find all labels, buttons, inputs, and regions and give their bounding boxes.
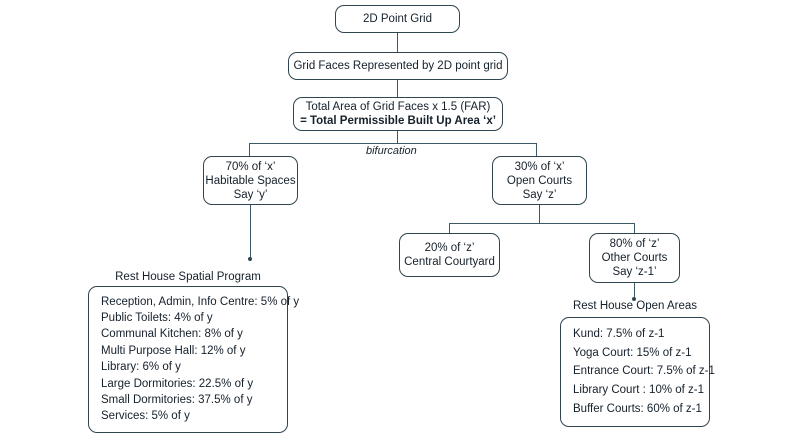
node-other-courts[interactable]: 80% of ‘z’ Other Courts Say ‘z-1’	[589, 233, 680, 283]
list-item: Kund: 7.5% of z-1	[573, 327, 665, 340]
arrowhead-othercourts-to-openareas	[632, 297, 636, 301]
node-grid-faces[interactable]: Grid Faces Represented by 2D point grid	[288, 52, 508, 80]
spatial-program-panel: Reception, Admin, Info Centre: 5% of y P…	[88, 286, 300, 433]
node-habitable-spaces-line2: Habitable Spaces	[205, 174, 296, 187]
list-item: Large Dormitories: 22.5% of y	[101, 377, 254, 390]
node-total-area-line1: Total Area of Grid Faces x 1.5 (FAR)	[305, 101, 491, 113]
node-habitable-spaces[interactable]: 70% of ‘x’ Habitable Spaces Say ‘y’	[203, 156, 298, 205]
node-2d-point-grid[interactable]: 2D Point Grid	[335, 5, 460, 33]
node-habitable-spaces-line1: 70% of ‘x’	[225, 160, 276, 173]
node-central-courtyard-line1: 20% of ‘z’	[424, 242, 475, 254]
connector-opencourts-to-split	[539, 205, 541, 223]
connector-split-left-drop	[249, 143, 251, 156]
open-areas-panel: Kund: 7.5% of z-1 Yoga Court: 15% of z-1…	[560, 317, 715, 427]
list-item: Library Court : 10% of z-1	[573, 384, 705, 397]
node-other-courts-line1: 80% of ‘z’	[609, 238, 660, 250]
list-item: Entrance Court: 7.5% of z-1	[573, 365, 715, 378]
list-item: Multi Purpose Hall: 12% of y	[101, 344, 246, 357]
connector-total-to-split	[397, 131, 399, 143]
node-grid-faces-line1: Grid Faces Represented by 2D point grid	[293, 60, 503, 72]
node-central-courtyard[interactable]: 20% of ‘z’ Central Courtyard	[399, 233, 500, 277]
list-item: Services: 5% of y	[101, 410, 190, 423]
connector-courts-left-drop	[449, 223, 451, 233]
node-open-courts-line3: Say ‘z’	[522, 188, 557, 201]
node-total-area[interactable]: Total Area of Grid Faces x 1.5 (FAR) = T…	[293, 97, 503, 131]
list-item: Yoga Court: 15% of z-1	[573, 346, 692, 359]
node-habitable-spaces-line3: Say ‘y’	[233, 188, 268, 201]
connector-bifurcation-bar	[249, 143, 537, 145]
bifurcation-label: bifurcation	[366, 145, 417, 157]
connector-courts-bar	[449, 223, 635, 225]
node-2d-point-grid-line1: 2D Point Grid	[362, 13, 433, 25]
list-item: Public Toilets: 4% of y	[101, 312, 213, 325]
node-open-courts[interactable]: 30% of ‘x’ Open Courts Say ‘z’	[492, 156, 587, 205]
connector-courts-right-drop	[634, 223, 636, 233]
node-open-courts-line2: Open Courts	[506, 174, 573, 187]
spatial-program-title: Rest House Spatial Program	[115, 271, 261, 283]
list-item: Reception, Admin, Info Centre: 5% of y	[101, 295, 300, 308]
connector-habitable-to-program	[250, 205, 252, 259]
list-item: Small Dormitories: 37.5% of y	[101, 393, 253, 406]
node-open-courts-line1: 30% of ‘x’	[514, 160, 565, 173]
arrowhead-habitable-to-program	[248, 257, 252, 261]
list-item: Library: 6% of y	[101, 361, 181, 374]
node-other-courts-line3: Say ‘z-1’	[612, 266, 657, 278]
connector-split-right-drop	[536, 143, 538, 156]
list-item: Buffer Courts: 60% of z-1	[573, 403, 702, 416]
connector-othercourts-to-openareas	[634, 283, 636, 299]
node-total-area-line2: = Total Permissible Built Up Area ‘x’	[300, 115, 496, 127]
connector-faces-to-total	[397, 80, 399, 97]
connector-grid-to-faces	[397, 33, 399, 52]
node-other-courts-line2: Other Courts	[601, 252, 668, 264]
list-item: Communal Kitchen: 8% of y	[101, 328, 243, 341]
open-areas-title: Rest House Open Areas	[572, 300, 697, 312]
node-central-courtyard-line2: Central Courtyard	[404, 256, 495, 268]
